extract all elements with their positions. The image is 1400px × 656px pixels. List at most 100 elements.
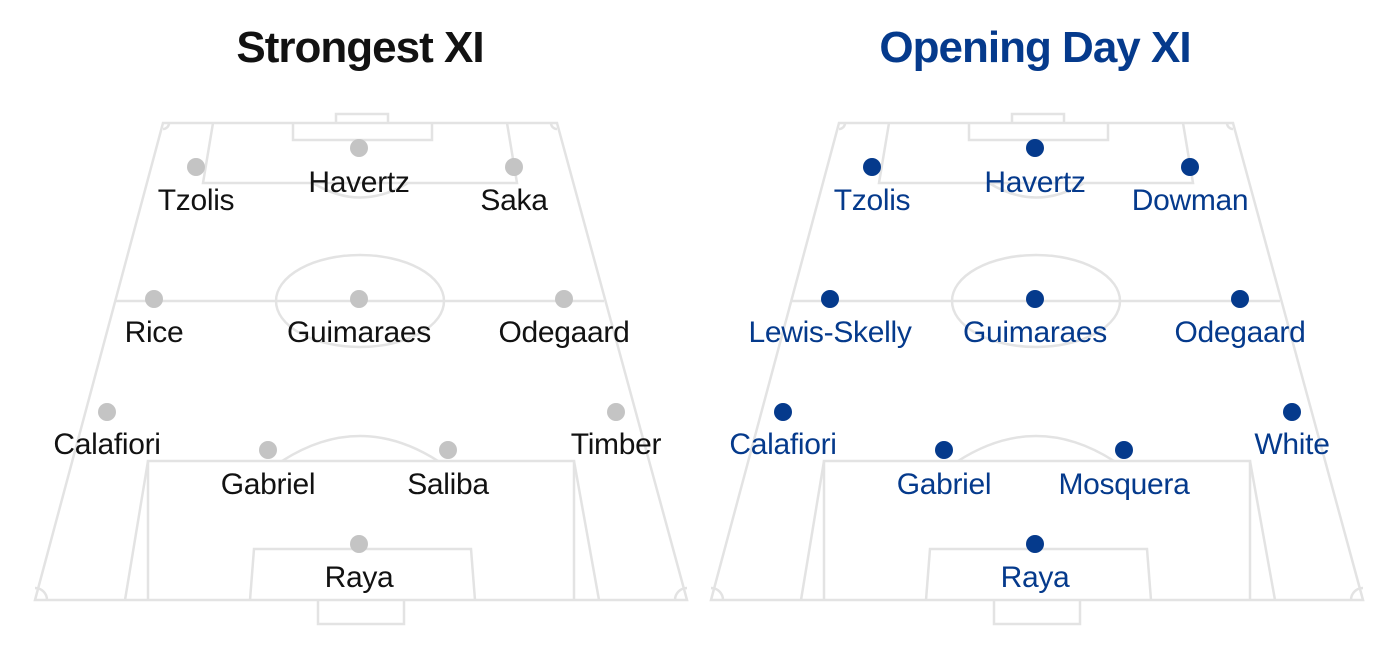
player-dot — [350, 535, 368, 553]
strongest-xi-players: Havertz Tzolis Saka Rice Guimaraes Odega… — [53, 139, 662, 594]
bottom-left-corner-arc — [710, 586, 725, 601]
top-goal-box — [291, 123, 434, 142]
bottom-left-side-line — [123, 460, 150, 601]
player-name: Guimaraes — [287, 316, 431, 349]
bottom-right-corner-arc — [1349, 586, 1364, 601]
bottom-penalty-box — [146, 459, 576, 600]
opening-day-xi-players: Havertz Tzolis Dowman Lewis-Skelly Guima… — [729, 139, 1330, 594]
player-dot — [821, 290, 839, 308]
bottom-penalty-arc — [957, 434, 1115, 463]
player-dot — [1231, 290, 1249, 308]
top-goal — [1010, 112, 1066, 123]
panel-title-strongest: Strongest XI — [236, 23, 484, 72]
player-left-centre-back: Gabriel — [897, 441, 992, 501]
player-right-wing: Saka — [480, 158, 549, 217]
bottom-goal — [316, 600, 406, 626]
top-left-corner-arc — [162, 122, 171, 131]
bottom-penalty-arc — [281, 434, 439, 463]
player-dot — [863, 158, 881, 176]
panel-title-opening-day: Opening Day XI — [879, 23, 1191, 72]
player-goalkeeper: Raya — [325, 535, 394, 594]
player-centre-midfield: Guimaraes — [287, 290, 431, 349]
pitch-outline — [33, 121, 689, 602]
player-name: Rice — [125, 316, 184, 349]
player-name: Dowman — [1132, 184, 1249, 217]
player-name: Saka — [480, 184, 548, 217]
top-penalty-box — [877, 122, 1195, 185]
player-dot — [439, 441, 457, 459]
player-dot — [555, 290, 573, 308]
top-right-corner-arc — [549, 122, 558, 131]
player-left-midfield: Lewis-Skelly — [748, 290, 912, 349]
player-name: Calafiori — [729, 428, 836, 461]
player-dot — [1026, 535, 1044, 553]
player-name: Gabriel — [221, 468, 316, 501]
player-dot — [935, 441, 953, 459]
player-dot — [259, 441, 277, 459]
player-dot — [350, 139, 368, 157]
player-name: Raya — [1001, 561, 1070, 594]
pitch-right — [709, 112, 1365, 626]
pitch-outline — [709, 121, 1365, 602]
player-left-wing: Tzolis — [834, 158, 911, 217]
player-name: Saliba — [407, 468, 489, 501]
player-name: Tzolis — [834, 184, 911, 217]
player-name: Odegaard — [498, 316, 629, 349]
player-right-back: Timber — [571, 403, 662, 461]
top-penalty-box — [201, 122, 519, 185]
bottom-left-corner-arc — [34, 586, 49, 601]
player-dot — [1115, 441, 1133, 459]
top-goal — [334, 112, 390, 123]
top-goal-box — [967, 123, 1110, 142]
player-dot — [1026, 139, 1044, 157]
top-penalty-arc — [988, 181, 1085, 199]
player-striker: Havertz — [308, 139, 410, 199]
player-dot — [774, 403, 792, 421]
centre-circle — [274, 253, 446, 349]
player-left-back: Calafiori — [53, 403, 161, 461]
player-name: Guimaraes — [963, 316, 1107, 349]
centre-circle — [950, 253, 1122, 349]
bottom-right-side-line — [572, 460, 601, 601]
player-striker: Havertz — [984, 139, 1086, 199]
player-dot — [1026, 290, 1044, 308]
player-right-centre-back: Saliba — [407, 441, 490, 501]
top-penalty-arc — [312, 181, 409, 199]
player-name: Mosquera — [1058, 468, 1190, 501]
player-right-midfield: Odegaard — [498, 290, 630, 349]
player-right-midfield: Odegaard — [1174, 290, 1306, 349]
bottom-goal — [992, 600, 1082, 626]
top-left-corner-arc — [838, 122, 847, 131]
player-name: White — [1254, 428, 1329, 461]
player-left-back: Calafiori — [729, 403, 837, 461]
player-dot — [187, 158, 205, 176]
player-dot — [350, 290, 368, 308]
player-name: Timber — [571, 428, 662, 461]
bottom-right-corner-arc — [673, 586, 688, 601]
player-right-wing: Dowman — [1132, 158, 1249, 217]
player-dot — [505, 158, 523, 176]
player-left-centre-back: Gabriel — [221, 441, 316, 501]
player-dot — [98, 403, 116, 421]
player-dot — [1283, 403, 1301, 421]
player-dot — [145, 290, 163, 308]
player-right-back: White — [1254, 403, 1330, 461]
player-left-wing: Tzolis — [158, 158, 235, 217]
player-name: Calafiori — [53, 428, 160, 461]
player-goalkeeper: Raya — [1001, 535, 1070, 594]
player-centre-midfield: Guimaraes — [963, 290, 1107, 349]
player-left-midfield: Rice — [125, 290, 184, 349]
bottom-right-side-line — [1248, 460, 1277, 601]
bottom-penalty-box — [822, 459, 1252, 600]
bottom-left-side-line — [799, 460, 826, 601]
player-dot — [1181, 158, 1199, 176]
player-name: Odegaard — [1174, 316, 1305, 349]
player-right-centre-back: Mosquera — [1058, 441, 1190, 501]
top-right-corner-arc — [1225, 122, 1234, 131]
player-name: Havertz — [308, 166, 409, 199]
player-name: Lewis-Skelly — [748, 316, 911, 349]
player-name: Raya — [325, 561, 394, 594]
player-name: Gabriel — [897, 468, 992, 501]
player-dot — [607, 403, 625, 421]
